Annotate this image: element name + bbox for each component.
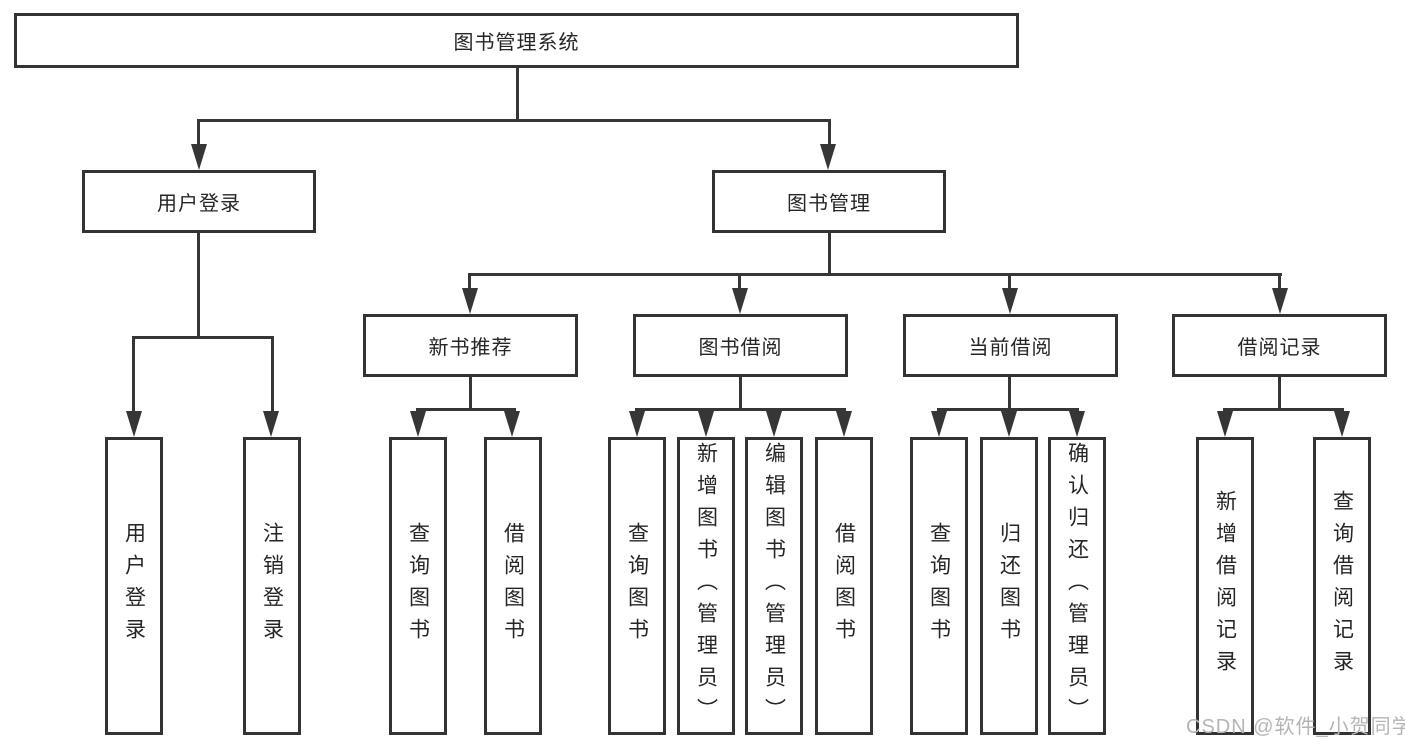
leaf-label: 新增图书（管理员） <box>694 442 718 730</box>
arrow-down-icon <box>698 411 714 437</box>
arrow-down-icon <box>820 144 836 170</box>
node-borrow-records: 借阅记录 <box>1172 314 1387 377</box>
arrow-down-icon <box>836 411 852 437</box>
arrow-down-icon <box>410 411 426 437</box>
leaf-label: 查询借阅记录 <box>1330 490 1354 682</box>
leaf-add-borrow-record: 新增借阅记录 <box>1196 437 1254 735</box>
arrow-down-icon <box>1002 288 1018 314</box>
node-new-book-recommend: 新书推荐 <box>363 314 578 377</box>
arrow-down-icon <box>629 411 645 437</box>
leaf-label: 用户登录 <box>122 522 146 650</box>
leaf-confirm-return-admin: 确认归还（管理员） <box>1048 437 1106 735</box>
leaf-query-books-current: 查询图书 <box>910 437 968 735</box>
leaf-label: 查询图书 <box>625 522 649 650</box>
arrow-down-icon <box>1069 411 1085 437</box>
arrow-down-icon <box>191 144 207 170</box>
leaf-label: 确认归还（管理员） <box>1065 442 1089 730</box>
leaf-edit-book-admin: 编辑图书（管理员） <box>745 437 803 735</box>
arrow-down-icon <box>1272 288 1288 314</box>
leaf-label: 借阅图书 <box>501 522 525 650</box>
edge-user-login-branch <box>132 336 274 339</box>
node-current-borrow: 当前借阅 <box>903 314 1118 377</box>
leaf-label: 注销登录 <box>260 522 284 650</box>
arrow-down-icon <box>263 411 279 437</box>
leaf-return-book: 归还图书 <box>980 437 1038 735</box>
leaf-label: 查询图书 <box>406 522 430 650</box>
edge-root-stem <box>516 68 519 121</box>
arrow-down-icon <box>931 411 947 437</box>
edge-book-mgmt-stem <box>828 233 831 275</box>
arrow-down-icon <box>126 411 142 437</box>
arrow-down-icon <box>1217 411 1233 437</box>
node-library-management-system: 图书管理系统 <box>14 13 1019 68</box>
leaf-query-books-borrow: 查询图书 <box>608 437 666 735</box>
edge-borrow-stem <box>739 377 742 410</box>
edge-stem <box>738 273 741 289</box>
leaf-borrow-books-recommend: 借阅图书 <box>484 437 542 735</box>
leaf-borrow-books-borrow: 借阅图书 <box>815 437 873 735</box>
csdn-watermark: CSDN @软件_小贺同学 <box>1186 716 1405 738</box>
leaf-logout: 注销登录 <box>243 437 301 735</box>
leaf-label: 编辑图书（管理员） <box>762 442 786 730</box>
arrow-down-icon <box>1001 411 1017 437</box>
arrow-down-icon <box>766 411 782 437</box>
edge-current-stem <box>1008 377 1011 410</box>
node-book-borrow: 图书借阅 <box>633 314 848 377</box>
edge-current-branch <box>937 408 1079 411</box>
leaf-label: 归还图书 <box>997 522 1021 650</box>
edge-user-login-stem <box>197 233 200 338</box>
edge-records-branch <box>1223 408 1344 411</box>
edge-recommend-stem <box>469 377 472 410</box>
edge-stem <box>197 119 200 146</box>
arrow-down-icon <box>462 288 478 314</box>
leaf-query-books-recommend: 查询图书 <box>389 437 447 735</box>
edge-stem <box>1278 273 1281 289</box>
edge-stem <box>132 336 135 412</box>
edge-root-branch <box>197 119 831 122</box>
leaf-label: 查询图书 <box>927 522 951 650</box>
leaf-query-borrow-record: 查询借阅记录 <box>1313 437 1371 735</box>
edge-stem <box>1008 273 1011 289</box>
arrow-down-icon <box>1334 411 1350 437</box>
node-book-management: 图书管理 <box>712 170 946 233</box>
edge-stem <box>828 119 831 146</box>
leaf-label: 借阅图书 <box>832 522 856 650</box>
edge-recommend-branch <box>416 408 516 411</box>
arrow-down-icon <box>504 411 520 437</box>
leaf-add-book-admin: 新增图书（管理员） <box>677 437 735 735</box>
edge-stem <box>468 273 471 289</box>
edge-stem <box>271 336 274 412</box>
arrow-down-icon <box>732 288 748 314</box>
leaf-label: 新增借阅记录 <box>1213 490 1237 682</box>
leaf-user-login: 用户登录 <box>105 437 163 735</box>
edge-book-mgmt-branch <box>468 273 1282 276</box>
edge-borrow-branch <box>635 408 846 411</box>
node-user-login: 用户登录 <box>82 170 316 233</box>
edge-records-stem <box>1278 377 1281 410</box>
